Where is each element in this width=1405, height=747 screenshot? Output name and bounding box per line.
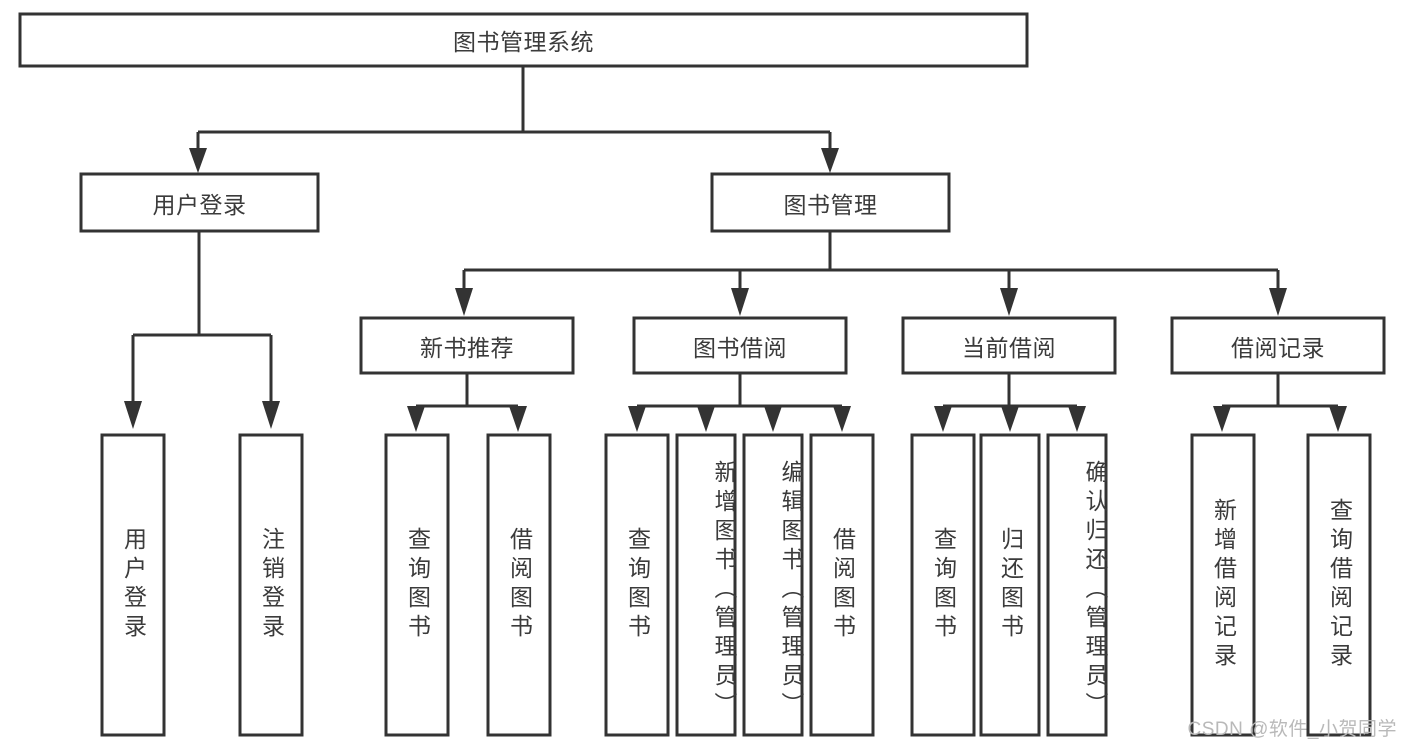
node-box-book-borrow[interactable]	[632, 316, 848, 375]
node-box-book-manage[interactable]	[710, 172, 951, 233]
arrow-head-leaf-add-record	[1213, 406, 1231, 432]
node-box-leaf-query-book-2[interactable]	[604, 433, 670, 737]
node-box-current-borrow[interactable]	[901, 316, 1117, 375]
arrow-head-book-manage	[821, 148, 839, 173]
node-box-leaf-user-login[interactable]	[100, 433, 166, 737]
arrow-head-leaf-user-login	[124, 401, 142, 429]
arrow-head-leaf-borrow-book-2	[833, 406, 851, 432]
arrow-head-borrow-record	[1269, 288, 1287, 316]
arrow-head-leaf-add-book	[697, 406, 715, 432]
node-box-leaf-return-book[interactable]	[979, 433, 1041, 737]
node-box-leaf-query-record[interactable]	[1306, 433, 1372, 737]
node-box-leaf-query-book-1[interactable]	[384, 433, 450, 737]
arrow-head-leaf-query-record	[1329, 406, 1347, 432]
node-box-leaf-add-book[interactable]	[675, 433, 737, 737]
arrow-head-leaf-user-logout	[262, 401, 280, 429]
arrow-head-leaf-query-book-1	[407, 406, 425, 432]
node-box-leaf-confirm-return[interactable]	[1046, 433, 1108, 737]
arrow-head-leaf-return-book	[1001, 406, 1019, 432]
arrow-head-book-borrow	[731, 288, 749, 316]
arrow-head-current-borrow	[1000, 288, 1018, 316]
node-box-leaf-add-record[interactable]	[1190, 433, 1256, 737]
arrow-head-user-login	[189, 148, 207, 173]
node-box-leaf-borrow-book-2[interactable]	[809, 433, 875, 737]
node-box-leaf-query-book-3[interactable]	[910, 433, 976, 737]
node-box-new-book-recommend[interactable]	[359, 316, 575, 375]
node-box-borrow-record[interactable]	[1170, 316, 1386, 375]
arrow-head-leaf-borrow-book-1	[509, 406, 527, 432]
node-box-root[interactable]	[18, 12, 1029, 68]
arrow-head-leaf-confirm-return	[1068, 406, 1086, 432]
arrow-head-leaf-query-book-3	[934, 406, 952, 432]
node-box-leaf-user-logout[interactable]	[238, 433, 304, 737]
node-box-leaf-edit-book[interactable]	[742, 433, 804, 737]
node-box-user-login[interactable]	[79, 172, 320, 233]
arrow-head-leaf-edit-book	[764, 406, 782, 432]
node-box-leaf-borrow-book-1[interactable]	[486, 433, 552, 737]
arrow-head-new-book-recommend	[455, 288, 473, 316]
arrow-head-leaf-query-book-2	[628, 406, 646, 432]
